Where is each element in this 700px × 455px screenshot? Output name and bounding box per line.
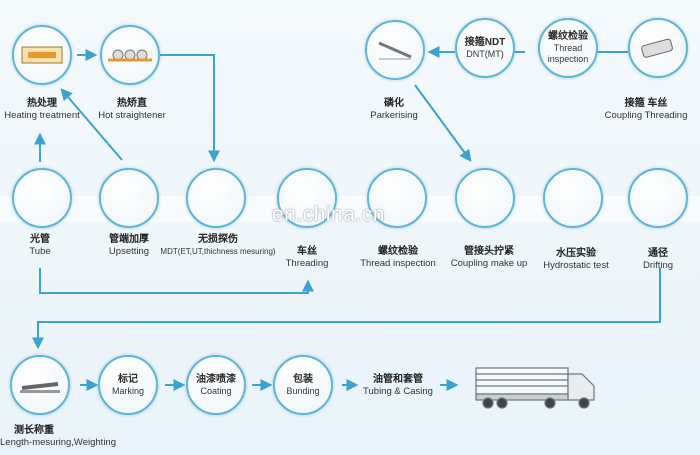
ndt-label: 无损探伤 MDT(ET,UT,thichness mesuring) bbox=[160, 234, 276, 256]
threading-label: 车丝 Threading bbox=[285, 246, 329, 269]
hydrostatic-node bbox=[543, 168, 603, 228]
ndt-node bbox=[186, 168, 246, 228]
bunding-node: 包装 Bunding bbox=[273, 355, 333, 415]
drifting-label: 通径 Drifting bbox=[642, 248, 674, 271]
heating-treatment-node bbox=[12, 25, 72, 85]
threading-node bbox=[277, 168, 337, 228]
coupling-threading-label: 接箍 车丝 Coupling Threading bbox=[604, 98, 688, 121]
tank-icon bbox=[378, 41, 412, 60]
length-label: 测长称重 Length-mesuring,Weighting bbox=[0, 425, 117, 448]
length-node bbox=[10, 355, 70, 415]
heating-label: 热处理 Heating treatment bbox=[4, 98, 80, 121]
truck-icon bbox=[475, 367, 595, 409]
parkerising-node bbox=[365, 20, 425, 80]
tubing-label: 油管和套管 Tubing & Casing bbox=[363, 374, 433, 397]
coupling-make-up-label: 管接头拧紧 Coupling make up bbox=[450, 246, 528, 269]
thread-inspection-top-node: 螺纹检验 Thread inspection bbox=[538, 18, 598, 78]
scale-icon bbox=[20, 382, 60, 393]
furnace-icon bbox=[21, 46, 63, 64]
thread-inspection-node bbox=[367, 168, 427, 228]
hydrostatic-label: 水压实验 Hydrostatic test bbox=[543, 248, 609, 271]
coupling-ndt-node: 接箍NDT DNT(MT) bbox=[455, 18, 515, 78]
marking-node: 标记 Marking bbox=[98, 355, 158, 415]
watermark-text: en.china.cn bbox=[272, 203, 385, 226]
coupling-icon bbox=[641, 38, 673, 58]
coating-node: 油漆喷漆 Coating bbox=[186, 355, 246, 415]
tube-node bbox=[12, 168, 72, 228]
rollers-icon bbox=[108, 49, 152, 62]
thread-inspection-label: 螺纹检验 Thread inspection bbox=[360, 246, 436, 269]
parkerising-label: 磷化 Parkerising bbox=[370, 98, 418, 121]
tube-label: 光管 Tube bbox=[29, 234, 51, 257]
drifting-node bbox=[628, 168, 688, 228]
coupling-make-up-node bbox=[455, 168, 515, 228]
upsetting-node bbox=[99, 168, 159, 228]
hot-straightener-node bbox=[100, 25, 160, 85]
straightener-label: 热矫直 Hot straightener bbox=[98, 98, 166, 121]
coupling-threading-node bbox=[628, 18, 688, 78]
upsetting-label: 管端加厚 Upsetting bbox=[108, 234, 150, 257]
